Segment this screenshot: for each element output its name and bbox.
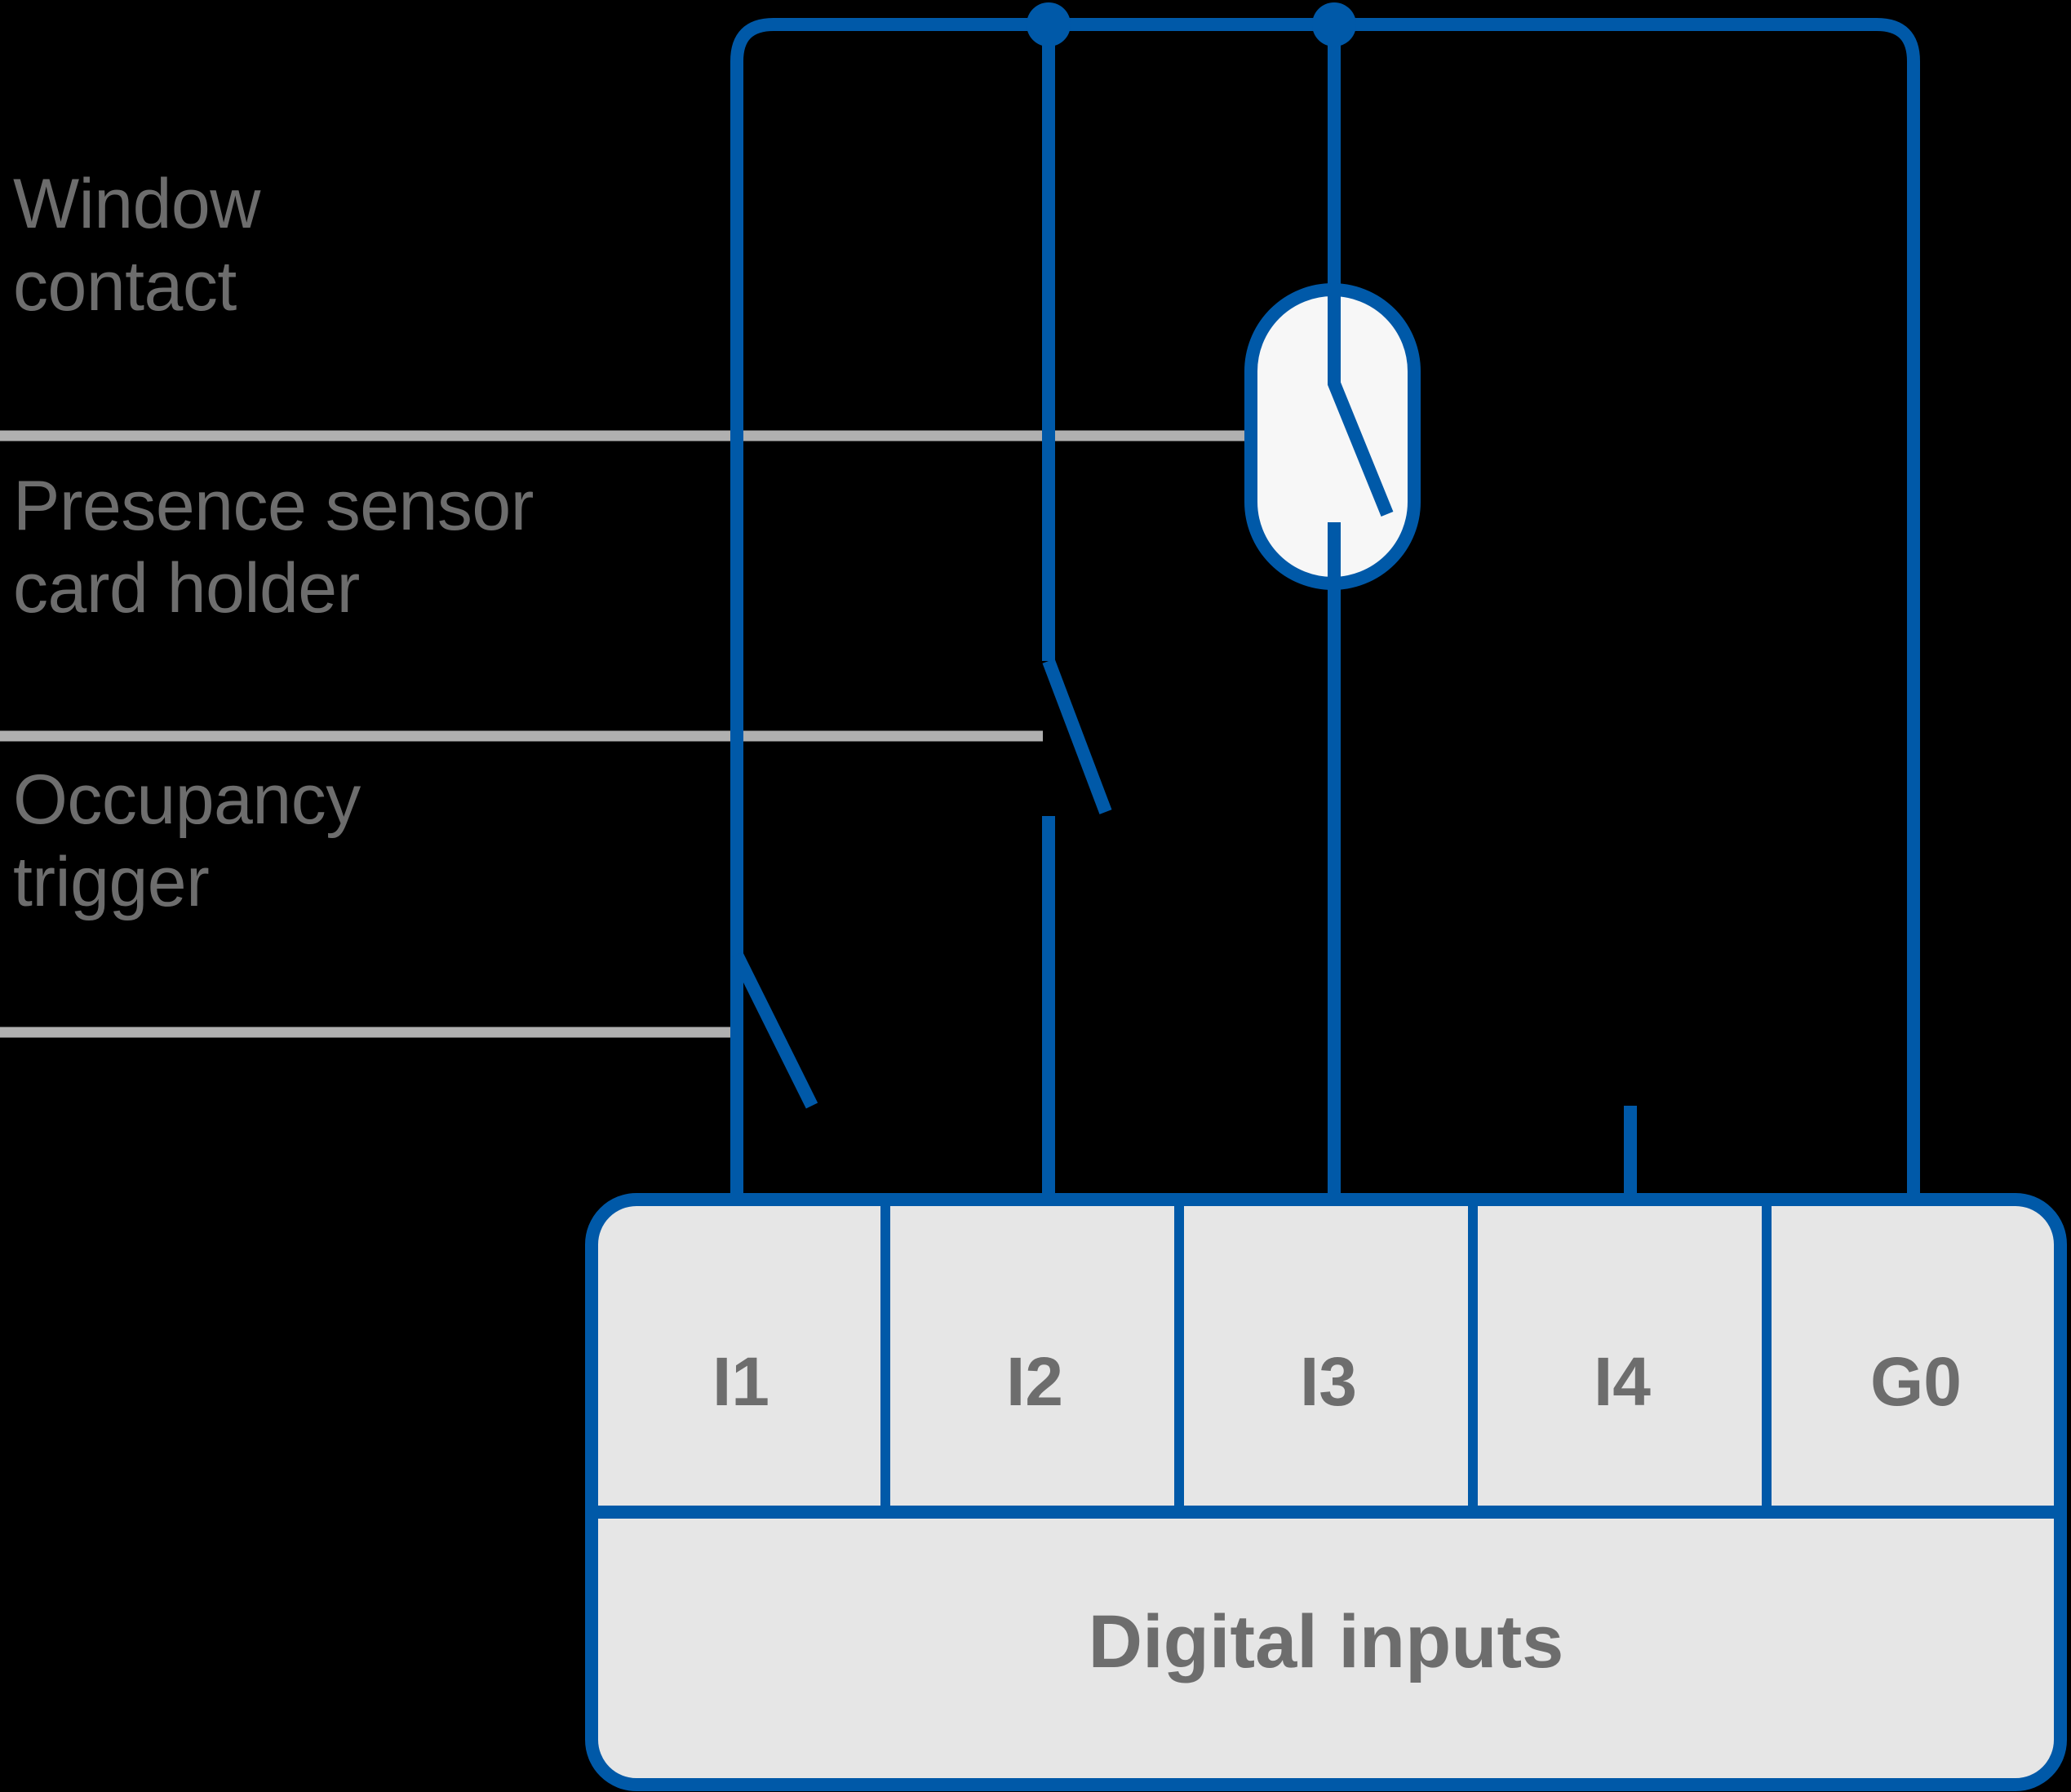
digital-inputs-module	[585, 1193, 2067, 1791]
label-window-contact: Window contact	[13, 165, 260, 326]
supply-bus-wire	[730, 18, 1920, 1200]
terminal-label-i3: I3	[1299, 1343, 1358, 1420]
junction-dot-i3	[1312, 2, 1356, 47]
occupancy-trigger-blade	[730, 951, 818, 1109]
terminal-label-g0: G0	[1869, 1343, 1962, 1420]
label-presence-sensor: Presence sensor card holder	[13, 467, 534, 628]
junction-dot-i2	[1027, 2, 1071, 47]
module-caption: Digital inputs	[1088, 1600, 1564, 1683]
terminal-label-i1: I1	[712, 1343, 770, 1420]
window-contact-blade	[1328, 294, 1394, 517]
presence-sensor-blade	[1042, 659, 1112, 814]
label-occupancy-trigger: Occupancy trigger	[13, 761, 361, 922]
terminal-label-i2: I2	[1005, 1343, 1064, 1420]
terminal-label-i4: I4	[1593, 1343, 1652, 1420]
